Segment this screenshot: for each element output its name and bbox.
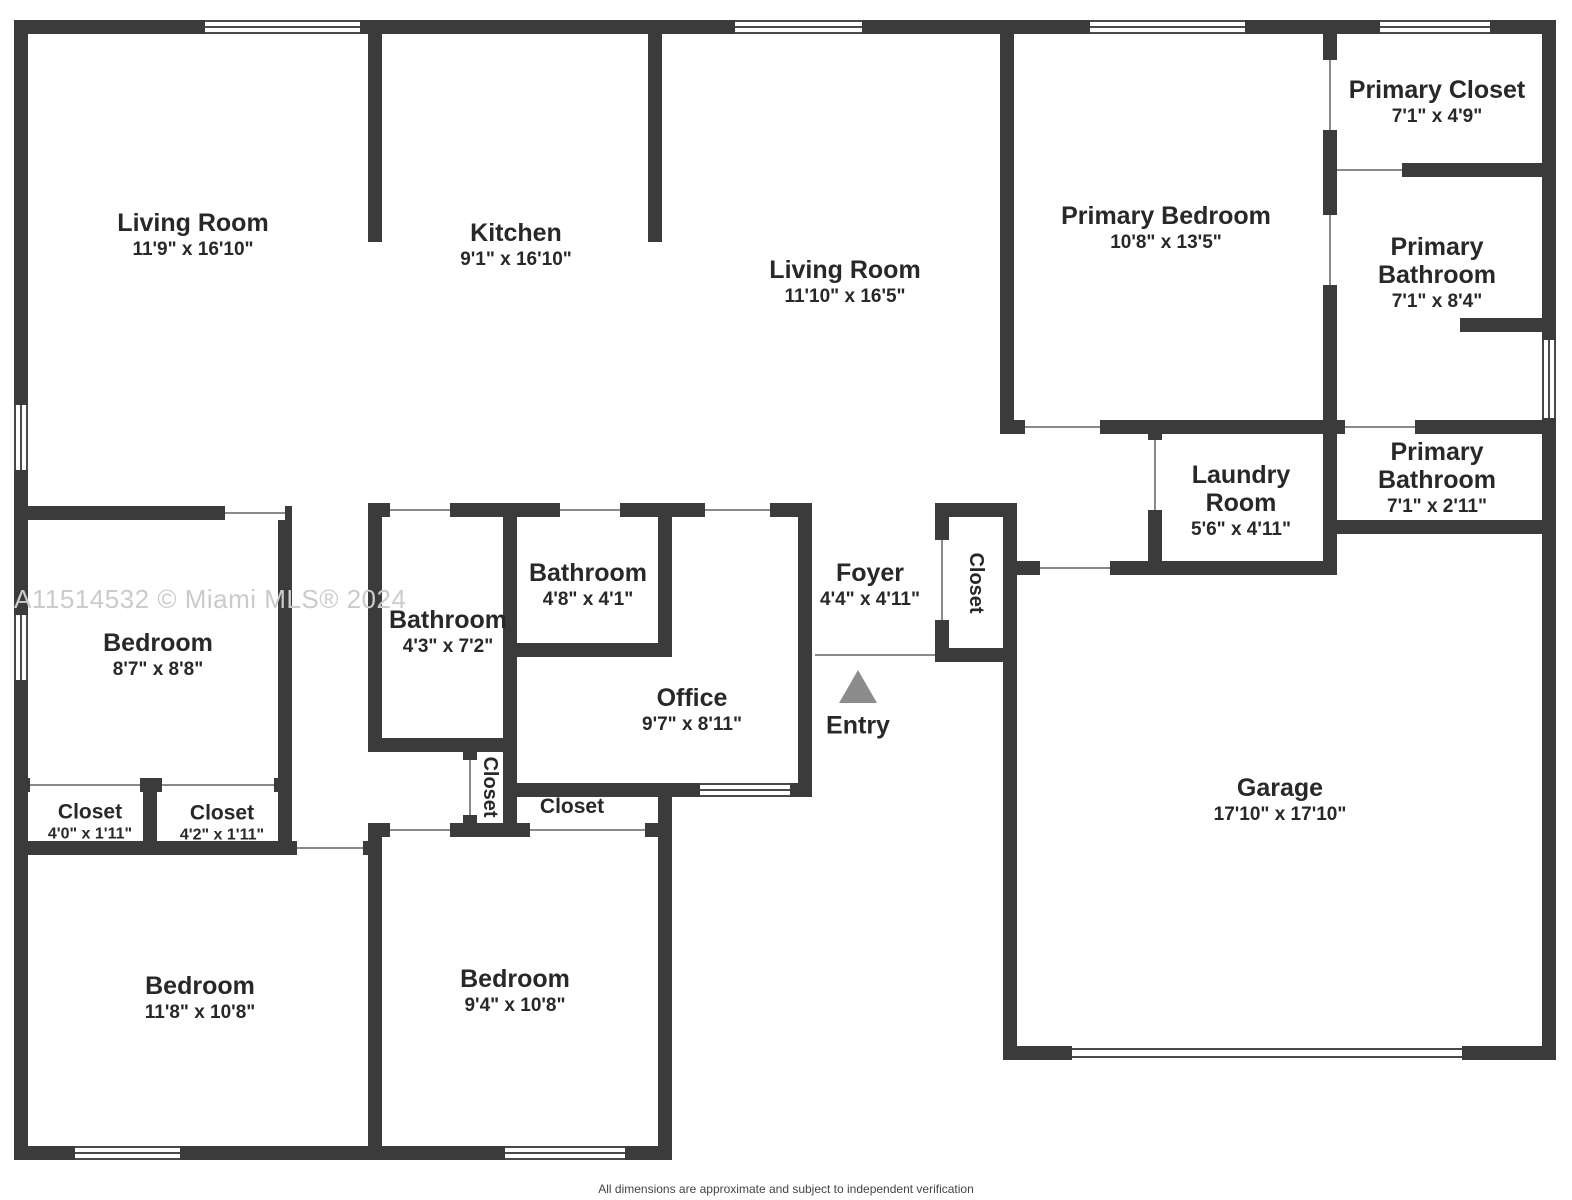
room-name: Foyer	[835, 559, 905, 587]
room-dims: 17'10" x 17'10"	[1213, 804, 1347, 825]
room-label-primary-bathroom-2: Primary Bathroom 7'1" x 2'11"	[1362, 438, 1512, 518]
room-name: Primary Bedroom	[1061, 202, 1271, 230]
room-dims: 8'7" x 8'8"	[112, 659, 204, 680]
room-label-primary-bathroom-1: Primary Bathroom 7'1" x 8'4"	[1362, 233, 1512, 313]
room-label-primary-closet: Primary Closet 7'1" x 4'9"	[1349, 76, 1525, 128]
garage-door	[1072, 1046, 1462, 1060]
room-name: Closet	[965, 552, 988, 614]
room-name: Closet	[479, 756, 502, 818]
room-name: Primary Bathroom	[1377, 438, 1497, 494]
room-label-living-room-2: Living Room 11'10" x 16'5"	[769, 256, 920, 308]
room-name: Garage	[1236, 774, 1324, 802]
room-name: Primary Bathroom	[1377, 233, 1497, 289]
room-label-living-room-1: Living Room 11'9" x 16'10"	[117, 209, 268, 261]
room-name: Closet	[57, 800, 123, 824]
room-dims: 10'8" x 13'5"	[1110, 232, 1222, 253]
room-label-closet-2: Closet 4'2" x 1'11"	[180, 802, 264, 845]
room-dims: 9'4" x 10'8"	[464, 995, 566, 1016]
room-label-foyer-closet: Closet	[965, 552, 987, 613]
room-dims: 9'7" x 8'11"	[642, 714, 742, 735]
room-dims: 11'8" x 10'8"	[144, 1002, 256, 1023]
room-dims: 4'4" x 4'11"	[820, 589, 920, 610]
disclaimer-text: All dimensions are approximate and subje…	[598, 1182, 974, 1196]
room-label-garage: Garage 17'10" x 17'10"	[1214, 774, 1347, 826]
room-label-bathroom-2: Bathroom 4'3" x 7'2"	[389, 606, 507, 658]
entry-text: Entry	[826, 711, 890, 740]
room-label-closet-mid: Closet	[479, 756, 501, 817]
room-label-foyer: Foyer 4'4" x 4'11"	[820, 559, 920, 611]
room-label-bathroom-1: Bathroom 4'8" x 4'1"	[529, 559, 647, 611]
entry-arrow-icon	[839, 670, 877, 703]
room-dims: 4'2" x 1'11"	[179, 826, 265, 844]
entry-label: Entry	[826, 712, 890, 741]
room-name: Laundry Room	[1191, 461, 1291, 517]
room-label-closet-1: Closet 4'0" x 1'11"	[48, 801, 132, 844]
room-label-laundry-room: Laundry Room 5'6" x 4'11"	[1186, 461, 1296, 541]
room-name: Closet	[189, 801, 255, 825]
room-label-bedroom-2: Bedroom 11'8" x 10'8"	[145, 972, 256, 1024]
room-name: Bedroom	[460, 965, 570, 993]
room-dims: 4'8" x 4'1"	[542, 589, 634, 610]
room-dims: 4'3" x 7'2"	[402, 636, 494, 657]
room-label-primary-bedroom: Primary Bedroom 10'8" x 13'5"	[1061, 202, 1271, 254]
room-dims: 9'1" x 16'10"	[460, 249, 572, 270]
room-name: Kitchen	[470, 219, 562, 247]
room-dims: 4'0" x 1'11"	[47, 825, 133, 843]
room-dims: 7'1" x 4'9"	[1391, 106, 1483, 127]
room-dims: 5'6" x 4'11"	[1191, 519, 1291, 540]
room-name: Living Room	[769, 256, 921, 284]
room-label-bedroom-3: Bedroom 9'4" x 10'8"	[460, 965, 570, 1017]
room-name: Office	[656, 684, 728, 712]
room-label-kitchen: Kitchen 9'1" x 16'10"	[460, 219, 572, 271]
door-openings	[30, 60, 1415, 855]
room-label-closet-3: Closet	[540, 795, 604, 819]
room-label-bedroom-1: Bedroom 8'7" x 8'8"	[103, 629, 213, 681]
room-name: Bedroom	[145, 972, 255, 1000]
room-dims: 7'1" x 2'11"	[1387, 496, 1487, 517]
room-name: Primary Closet	[1348, 76, 1526, 104]
room-name: Closet	[539, 795, 605, 819]
room-dims: 11'9" x 16'10"	[132, 239, 254, 260]
room-dims: 11'10" x 16'5"	[784, 286, 906, 307]
room-name: Living Room	[117, 209, 269, 237]
room-name: Bedroom	[103, 629, 213, 657]
room-label-office: Office 9'7" x 8'11"	[642, 684, 742, 736]
mls-watermark: A11514532 © Miami MLS® 2024	[14, 584, 407, 614]
room-name: Bathroom	[528, 559, 648, 587]
room-name: Bathroom	[388, 606, 508, 634]
room-dims: 7'1" x 8'4"	[1391, 291, 1483, 312]
window-openings	[14, 20, 1556, 1160]
